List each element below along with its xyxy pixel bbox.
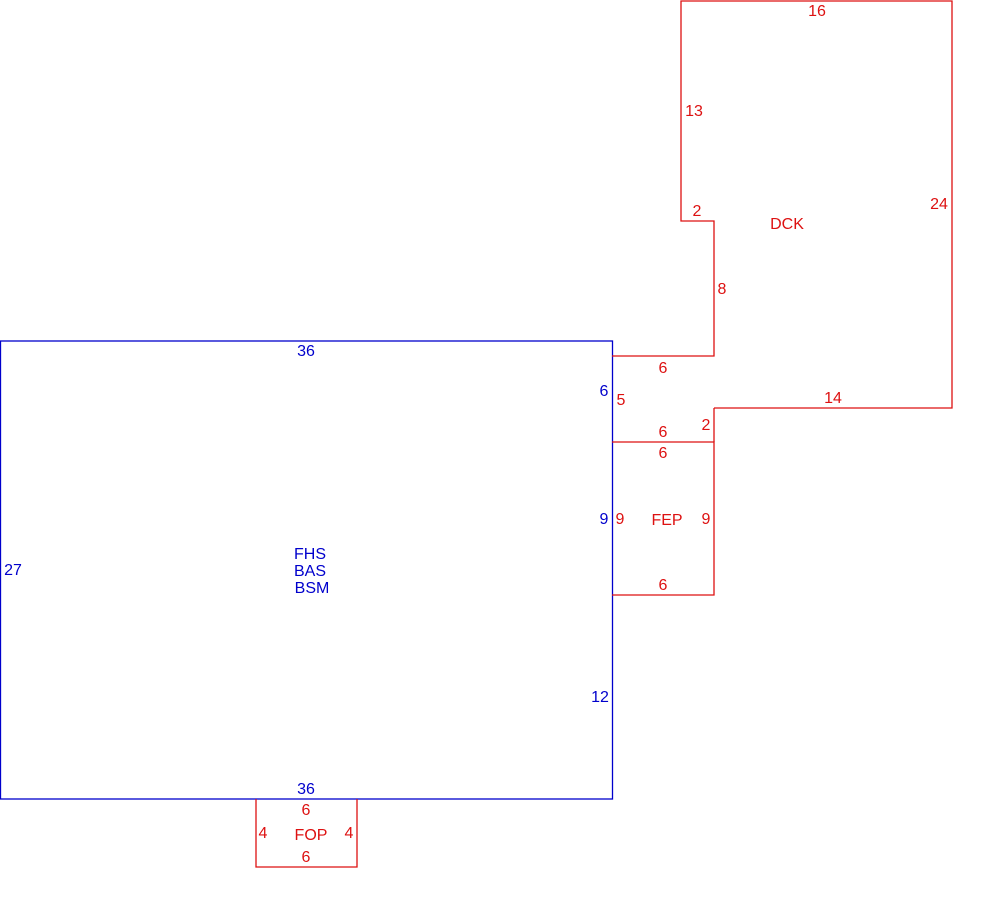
fop-bottom-dimension: 6 (302, 849, 311, 866)
main-top-dimension: 36 (297, 343, 315, 360)
fop-outline (255, 799, 358, 868)
main-code-bas: BAS (294, 563, 326, 580)
connector-bottom-dimension: 6 (659, 424, 668, 441)
connector-right-dimension: 2 (702, 417, 711, 434)
deck-area: 16 13 2 8 6 24 14 DCK (612, 0, 953, 409)
fop-left-dimension: 4 (259, 825, 268, 842)
fop-code-label: FOP (295, 827, 328, 844)
fep-left-dimension: 9 (616, 511, 625, 528)
fep-bottom-dimension: 6 (659, 577, 668, 594)
deck-code-label: DCK (770, 216, 804, 233)
main-left-dimension: 27 (4, 562, 22, 579)
fep-code-label: FEP (651, 512, 682, 529)
fep-area: 6 9 9 6 FEP (612, 441, 715, 596)
fop-top-dimension: 6 (302, 802, 311, 819)
main-structure: 36 36 27 6 9 12 FHS BAS BSM (0, 340, 614, 800)
fep-top-dimension: 6 (659, 445, 668, 462)
deck-left-upper-dimension: 13 (685, 103, 703, 120)
fep-outline (612, 441, 715, 596)
deck-bottom-dimension: 14 (824, 390, 842, 407)
main-right-middle-dimension: 9 (600, 511, 609, 528)
main-structure-outline (0, 340, 614, 800)
deck-notch-dimension: 2 (693, 203, 702, 220)
main-right-lower-dimension: 12 (591, 689, 609, 706)
deck-top-dimension: 16 (808, 3, 826, 20)
main-right-upper-dimension: 6 (600, 383, 609, 400)
deck-outline (612, 0, 953, 409)
fep-right-dimension: 9 (702, 511, 711, 528)
main-code-fhs: FHS (294, 546, 326, 563)
connector-area: 5 2 6 (617, 392, 715, 442)
deck-bottom-connector-dimension: 6 (659, 360, 668, 377)
main-bottom-dimension: 36 (297, 781, 315, 798)
deck-left-lower-dimension: 8 (718, 281, 727, 298)
main-code-bsm: BSM (295, 580, 330, 597)
connector-left-dimension: 5 (617, 392, 626, 409)
fop-area: 6 4 4 6 FOP (255, 799, 358, 868)
fop-right-dimension: 4 (345, 825, 354, 842)
deck-right-dimension: 24 (930, 196, 948, 213)
